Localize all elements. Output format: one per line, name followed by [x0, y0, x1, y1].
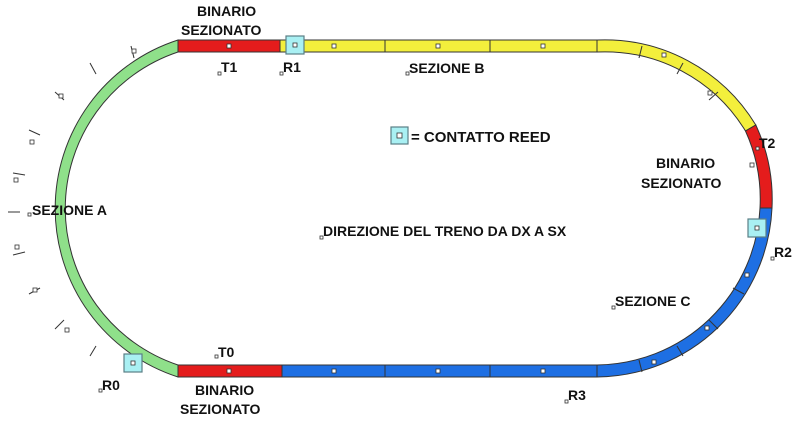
reed-legend-label: = CONTATTO REED: [411, 129, 551, 146]
marker-r3: R3: [568, 387, 586, 403]
isolated-top-label-line2: SEZIONATO: [181, 22, 261, 38]
marker-t0: T0: [218, 344, 235, 360]
section-c-label: SEZIONE C: [615, 293, 690, 309]
marker-t2: T2: [759, 135, 776, 151]
isolated-right-label-line2: SEZIONATO: [641, 175, 721, 191]
reed-contact-r2: [747, 218, 767, 238]
marker-r2: R2: [774, 244, 792, 260]
direction-label: DIREZIONE DEL TRENO DA DX A SX: [323, 223, 567, 239]
reed-contact-r1: [285, 35, 305, 55]
track-piece-markers: [13, 43, 755, 374]
marker-t1: T1: [221, 59, 238, 75]
marker-r0: R0: [102, 377, 120, 393]
section-a-label: SEZIONE A: [32, 202, 107, 218]
reed-legend-symbol: [390, 126, 409, 145]
section-b-label: SEZIONE B: [409, 60, 484, 76]
marker-r1: R1: [283, 59, 301, 75]
isolated-bottom-label-line1: BINARIO: [195, 382, 254, 398]
isolated-bottom-label-line2: SEZIONATO: [180, 401, 260, 417]
reed-contact-r0: [123, 353, 143, 373]
section-b-curve: [596, 39, 757, 132]
isolated-top-label-line1: BINARIO: [197, 3, 256, 19]
track-piece-separators: [8, 40, 745, 377]
isolated-right-label-line1: BINARIO: [656, 155, 715, 171]
